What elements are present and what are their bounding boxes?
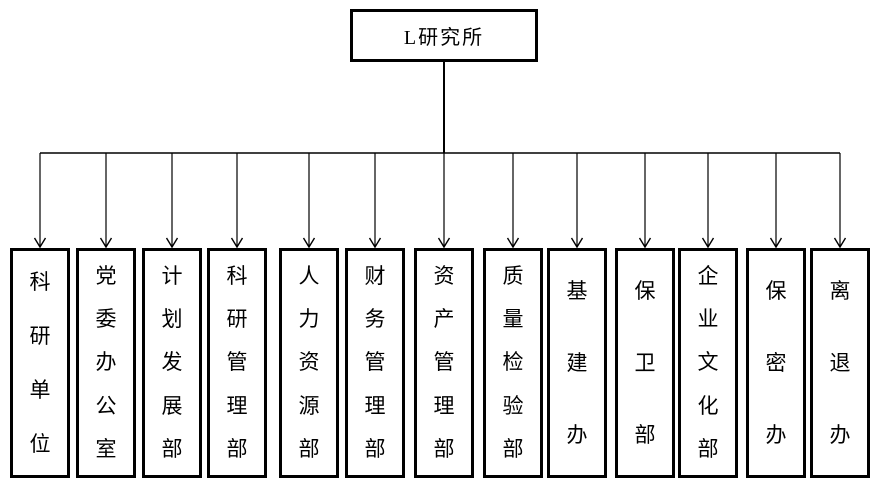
- arrowhead-icon: [165, 237, 179, 249]
- department-label-char: 部: [161, 436, 183, 461]
- department-node: 资产管理部: [414, 248, 474, 478]
- arrowhead-icon: [638, 237, 652, 249]
- department-node: 财务管理部: [345, 248, 405, 478]
- department-label-char: 卫: [634, 350, 656, 375]
- department-label-char: 研: [226, 307, 248, 332]
- department-label-char: 密: [765, 350, 787, 375]
- department-node: 科研管理部: [207, 248, 267, 478]
- department-label-char: 部: [634, 422, 656, 447]
- department-label-char: 部: [298, 436, 320, 461]
- department-label-char: 计: [161, 264, 183, 289]
- department-label-char: 科: [226, 264, 248, 289]
- department-node: 人力资源部: [279, 248, 339, 478]
- arrowhead-icon: [230, 237, 244, 249]
- department-label-char: 务: [364, 307, 386, 332]
- department-label-char: 部: [697, 436, 719, 461]
- arrowhead-icon: [701, 237, 715, 249]
- root-node-label: L研究所: [403, 27, 485, 49]
- department-label-char: 建: [566, 350, 588, 375]
- department-label-char: 化: [697, 393, 719, 418]
- department-label-char: 单: [29, 377, 51, 402]
- department-label-char: 理: [364, 393, 386, 418]
- department-node: 计划发展部: [142, 248, 202, 478]
- department-label-char: 理: [433, 393, 455, 418]
- department-label-char: 党: [95, 264, 117, 289]
- department-label-char: 资: [433, 264, 455, 289]
- arrowhead-icon: [769, 237, 783, 249]
- department-label-char: 人: [298, 264, 320, 289]
- arrowhead-icon: [302, 237, 316, 249]
- department-label-char: 保: [765, 278, 787, 303]
- department-label-char: 验: [502, 393, 524, 418]
- department-label-char: 保: [634, 278, 656, 303]
- department-label-char: 办: [829, 422, 851, 447]
- department-label-char: 研: [29, 323, 51, 348]
- department-label-char: 办: [566, 422, 588, 447]
- department-label-char: 基: [566, 278, 588, 303]
- department-label-char: 管: [226, 350, 248, 375]
- arrowhead-icon: [368, 237, 382, 249]
- department-label-char: 力: [298, 307, 320, 332]
- department-label-char: 质: [502, 264, 524, 289]
- department-label-char: 位: [29, 431, 51, 456]
- department-label-char: 源: [298, 393, 320, 418]
- arrowhead-icon: [570, 237, 584, 249]
- department-label-char: 科: [29, 269, 51, 294]
- department-label-char: 资: [298, 350, 320, 375]
- department-node: 保卫部: [615, 248, 675, 478]
- department-node: 党委办公室: [76, 248, 136, 478]
- department-label-char: 划: [161, 307, 183, 332]
- arrowhead-icon: [506, 237, 520, 249]
- department-label-char: 部: [364, 436, 386, 461]
- department-label-char: 检: [502, 350, 524, 375]
- department-label-char: 室: [95, 436, 117, 461]
- department-label-char: 部: [502, 436, 524, 461]
- department-label-char: 部: [433, 436, 455, 461]
- department-label-char: 发: [161, 350, 183, 375]
- department-label-char: 财: [364, 264, 386, 289]
- department-label-char: 业: [697, 307, 719, 332]
- department-node: 科研单位: [10, 248, 70, 478]
- department-node: 基建办: [547, 248, 607, 478]
- department-label-char: 部: [226, 436, 248, 461]
- department-label-char: 文: [697, 350, 719, 375]
- department-label-char: 办: [95, 350, 117, 375]
- department-node: 保密办: [746, 248, 806, 478]
- department-label-char: 公: [95, 393, 117, 418]
- root-node-box: L研究所: [350, 9, 538, 62]
- department-label-char: 退: [829, 350, 851, 375]
- arrowhead-icon: [33, 237, 47, 249]
- department-label-char: 理: [226, 393, 248, 418]
- department-label-char: 管: [433, 350, 455, 375]
- department-label-char: 产: [433, 307, 455, 332]
- department-node: 质量检验部: [483, 248, 543, 478]
- department-label-char: 委: [95, 307, 117, 332]
- arrowhead-icon: [833, 237, 847, 249]
- department-label-char: 办: [765, 422, 787, 447]
- department-label-char: 管: [364, 350, 386, 375]
- department-node: 企业文化部: [678, 248, 738, 478]
- arrowhead-icon: [99, 237, 113, 249]
- department-label-char: 离: [829, 278, 851, 303]
- department-label-char: 企: [697, 264, 719, 289]
- department-label-char: 展: [161, 393, 183, 418]
- department-label-char: 量: [502, 307, 524, 332]
- arrowhead-icon: [437, 237, 451, 249]
- department-node: 离退办: [810, 248, 870, 478]
